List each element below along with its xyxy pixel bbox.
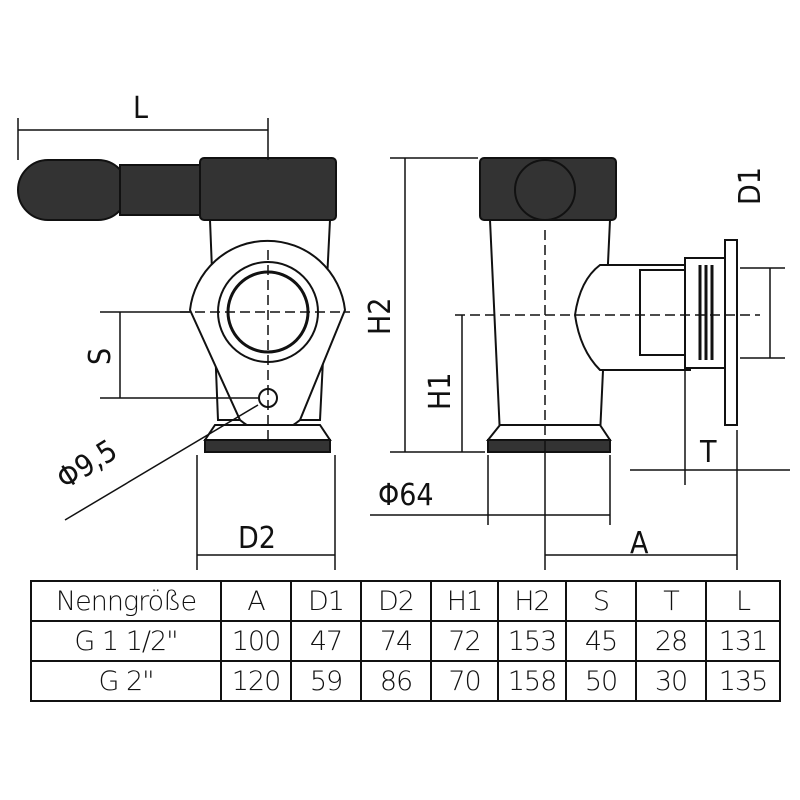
dim-label-flange-diameter: Φ64 bbox=[378, 478, 434, 513]
dim-label-hole-diameter: Φ9,5 bbox=[51, 433, 124, 497]
dim-label-A: A bbox=[630, 526, 649, 561]
table-cell: 28 bbox=[635, 620, 707, 662]
table-cell: 74 bbox=[360, 620, 432, 662]
table-cell: 135 bbox=[705, 660, 781, 702]
header-cell: H1 bbox=[430, 580, 499, 622]
table-cell: 86 bbox=[360, 660, 432, 702]
table-cell: 72 bbox=[430, 620, 499, 662]
table-row: G 2" 120 59 86 70 158 50 30 135 bbox=[30, 660, 781, 702]
header-cell: D2 bbox=[360, 580, 432, 622]
table-cell: 131 bbox=[705, 620, 781, 662]
table-header-row: Nenngröße A D1 D2 H1 H2 S T L bbox=[30, 580, 781, 622]
header-cell: A bbox=[220, 580, 292, 622]
valve-head bbox=[199, 157, 337, 221]
side-view bbox=[455, 157, 760, 453]
header-cell: T bbox=[635, 580, 707, 622]
dimension-table: Nenngröße A D1 D2 H1 H2 S T L G 1 1/2" 1… bbox=[30, 580, 781, 702]
table-cell: 100 bbox=[220, 620, 292, 662]
table-cell: 153 bbox=[497, 620, 567, 662]
dim-label-T: T bbox=[699, 435, 717, 470]
valve-drawing: L S Φ9,5 D2 H2 H1 Φ64 A T D1 bbox=[17, 91, 790, 570]
dim-label-D2: D2 bbox=[238, 521, 276, 556]
table-cell: 30 bbox=[635, 660, 707, 702]
header-cell: Nenngröße bbox=[30, 580, 222, 622]
table-cell: 120 bbox=[220, 660, 292, 702]
table-cell: G 1 1/2" bbox=[30, 620, 222, 662]
dim-label-H2: H2 bbox=[363, 298, 398, 335]
dim-label-L: L bbox=[133, 91, 148, 126]
dim-label-S: S bbox=[83, 348, 118, 365]
dim-label-H1: H1 bbox=[423, 373, 458, 410]
header-cell: H2 bbox=[497, 580, 567, 622]
table-cell: 50 bbox=[565, 660, 637, 702]
dimension-lines bbox=[17, 118, 790, 570]
table-cell: 158 bbox=[497, 660, 567, 702]
table-cell: 45 bbox=[565, 620, 637, 662]
table-cell: 70 bbox=[430, 660, 499, 702]
dim-label-D1: D1 bbox=[733, 167, 768, 205]
table-cell: 59 bbox=[290, 660, 362, 702]
table-row: G 1 1/2" 100 47 74 72 153 45 28 131 bbox=[30, 620, 781, 662]
header-cell: D1 bbox=[290, 580, 362, 622]
handle-grip bbox=[17, 159, 129, 221]
front-view bbox=[17, 157, 350, 453]
table-cell: 47 bbox=[290, 620, 362, 662]
header-cell: S bbox=[565, 580, 637, 622]
table-cell: G 2" bbox=[30, 660, 222, 702]
header-cell: L bbox=[705, 580, 781, 622]
